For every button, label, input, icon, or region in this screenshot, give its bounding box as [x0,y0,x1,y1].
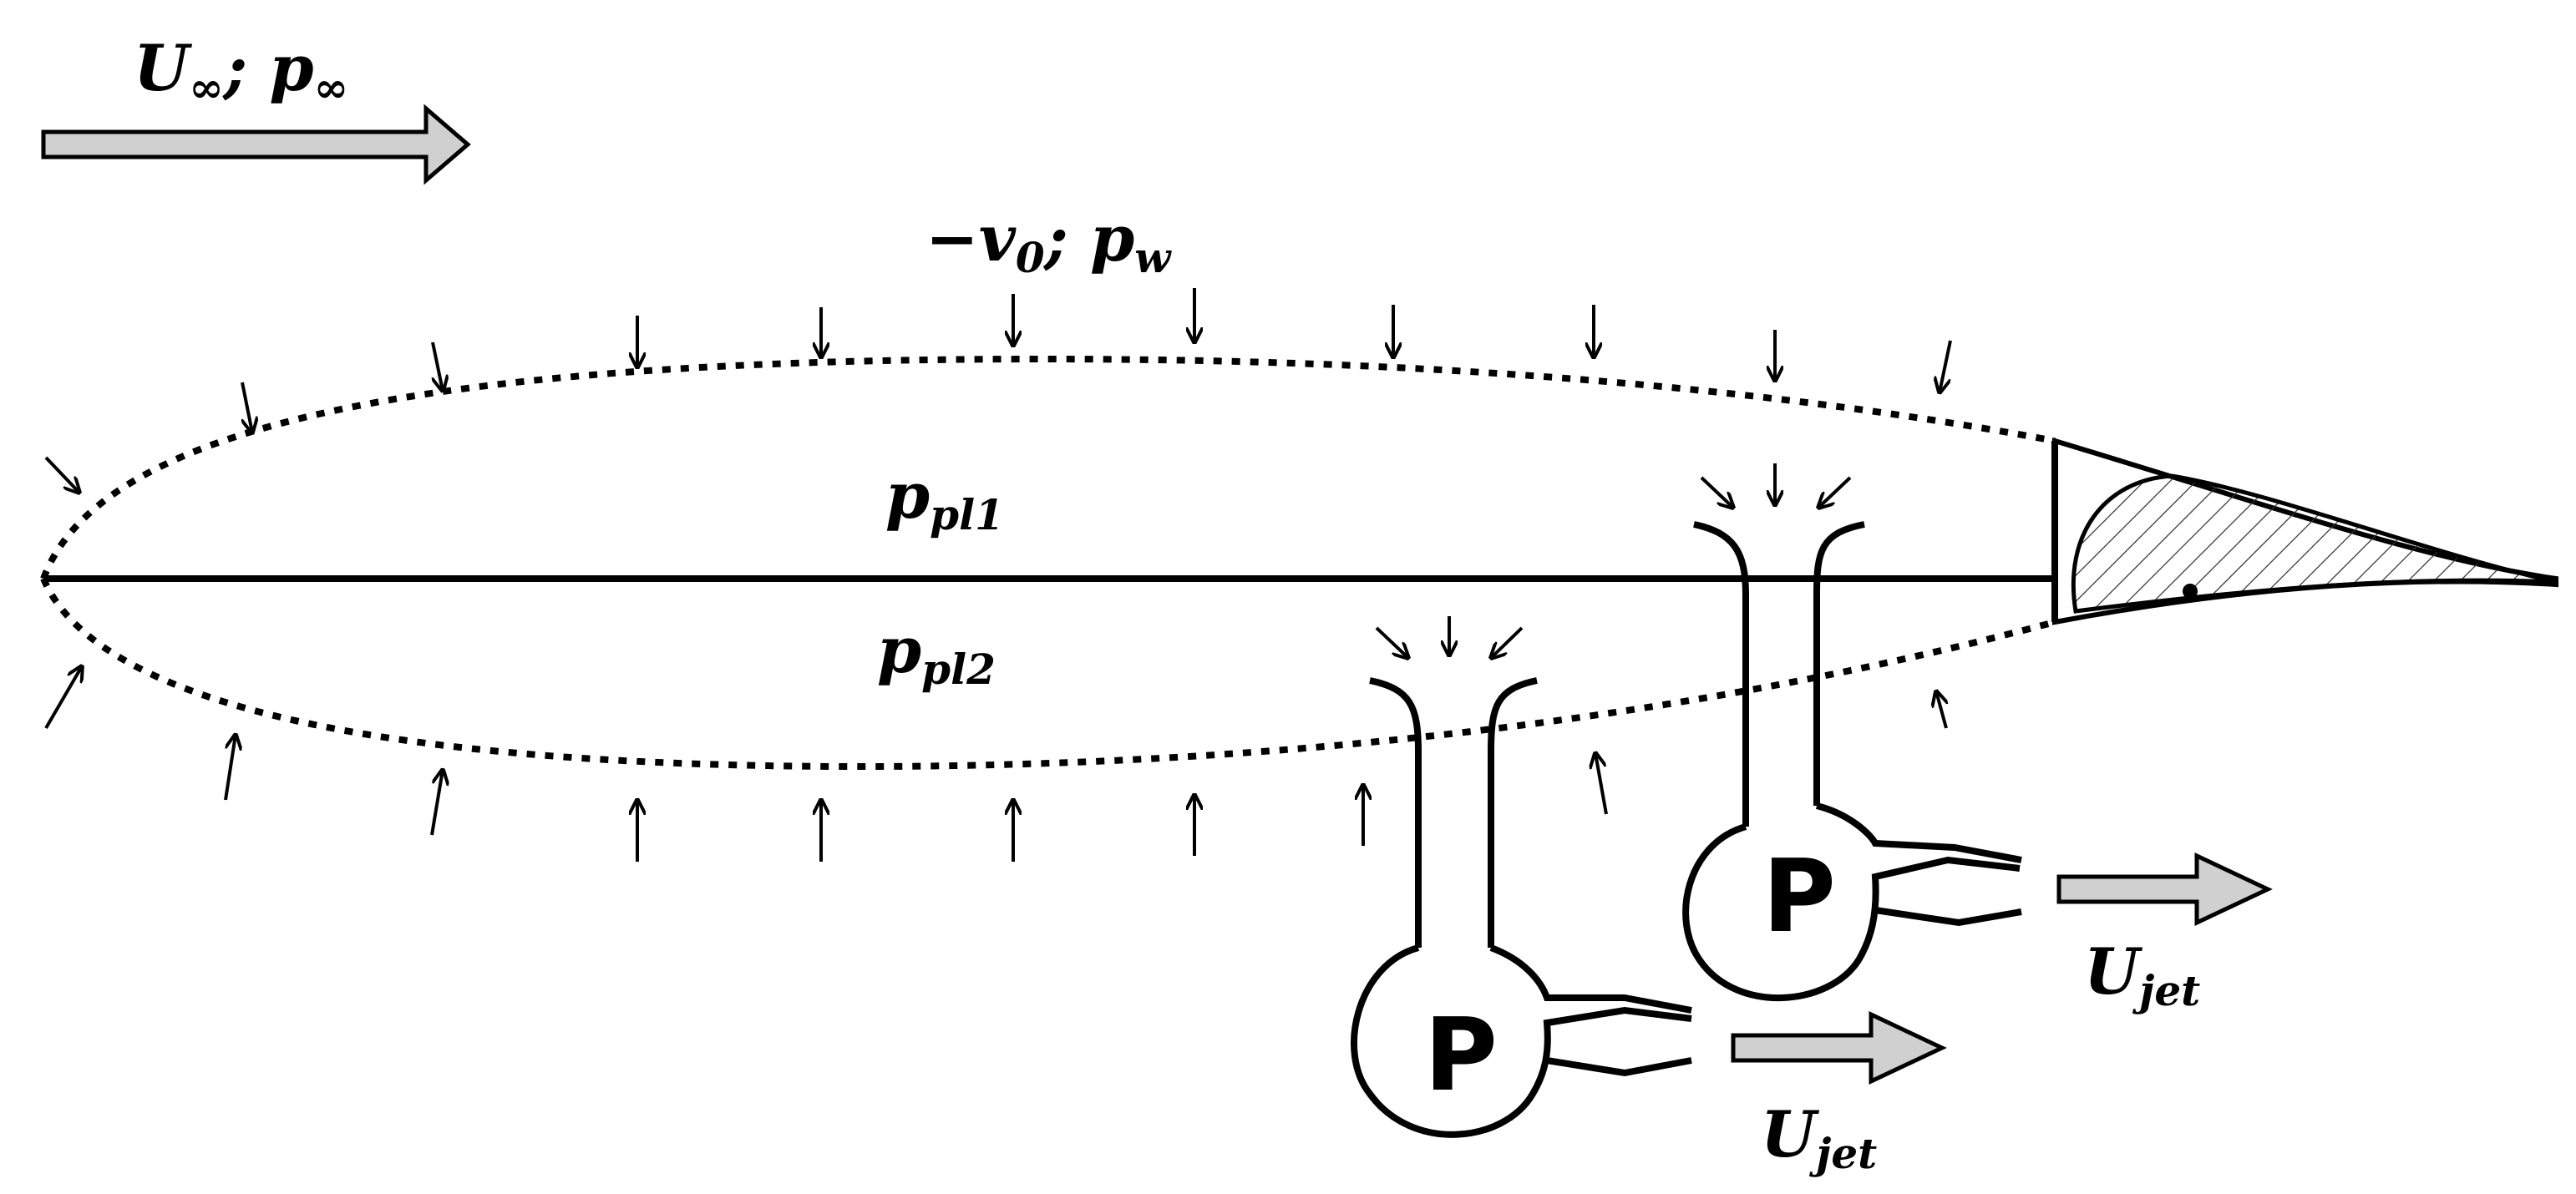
jet-label-lower: Ujet [1761,1097,1877,1178]
pump-upper: P Ujet [1682,463,2273,1015]
airfoil-upper-surface [40,355,2056,580]
freestream-label: U∞; p∞ [134,31,348,112]
pump-upper-label: P [1762,839,1836,955]
freestream-arrow [41,104,471,185]
jet-label-upper: Ujet [2084,934,2200,1015]
lower-suction-arrows [44,666,1946,862]
airfoil-lower-surface [40,577,2056,771]
wall-suction-label: −v0; pw [925,201,1172,282]
upper-suction-arrows [44,288,1952,493]
jet-arrow-lower [1731,1011,1947,1085]
jet-arrow-upper [2056,852,2273,926]
plenum1-label: ppl1 [885,458,1004,539]
pump-lower-label: P [1424,998,1498,1114]
pump-lower: P Ujet [1351,616,1947,1178]
trailing-edge-flap [2051,437,2558,625]
plenum2-label: ppl2 [877,613,996,694]
